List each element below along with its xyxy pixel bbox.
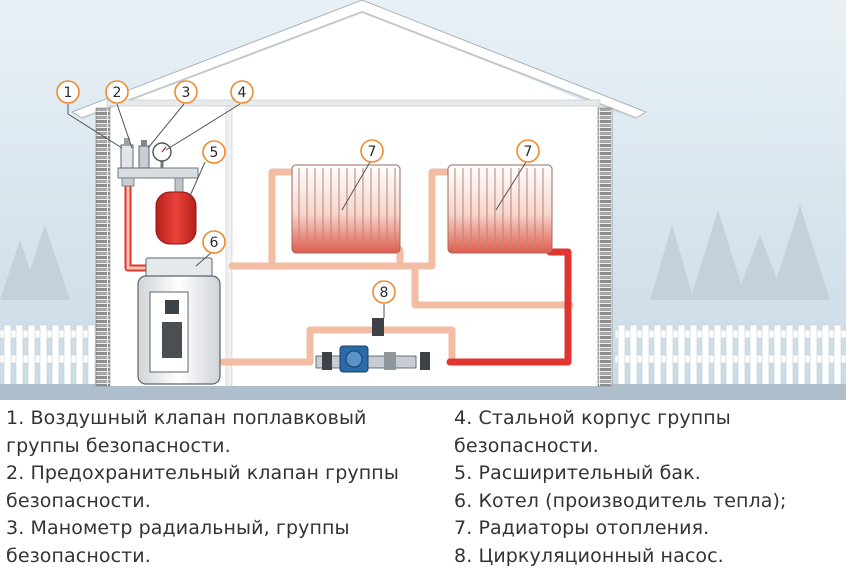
svg-text:6: 6	[210, 235, 219, 251]
legend-line: 7. Радиаторы отопления.	[454, 517, 710, 539]
callout-5: 5	[202, 140, 226, 164]
boiler	[137, 257, 221, 385]
callout-6: 6	[202, 230, 226, 254]
legend-line: группы безопасности.	[6, 434, 231, 457]
legend: 1. Воздушный клапан поплавковый группы б…	[0, 405, 846, 576]
wall-right	[597, 107, 613, 387]
safety-valve	[138, 140, 150, 169]
legend-line: 4. Стальной корпус группы	[454, 407, 731, 429]
svg-text:5: 5	[210, 145, 219, 161]
fence-left	[0, 324, 101, 386]
svg-text:7: 7	[524, 144, 533, 160]
callout-1: 1	[56, 80, 80, 104]
legend-line: 2. Предохранительный клапан группы	[6, 462, 399, 484]
svg-text:7: 7	[368, 144, 377, 160]
wall-left	[95, 107, 111, 387]
callout-7-left: 7	[360, 139, 384, 163]
svg-text:4: 4	[238, 85, 247, 101]
ground	[0, 384, 846, 400]
svg-text:1: 1	[64, 85, 73, 101]
legend-line: 5. Расширительный бак.	[454, 462, 701, 484]
heating-system-diagram: 1 2 3 4 5 6 7 7 8	[0, 0, 846, 400]
svg-text:8: 8	[380, 285, 389, 301]
steel-housing	[117, 167, 199, 187]
interior-partition	[225, 105, 233, 387]
callout-4: 4	[230, 80, 254, 104]
radiator-right	[447, 164, 553, 254]
svg-text:3: 3	[182, 85, 191, 101]
manometer	[152, 142, 172, 168]
circulation-pump	[315, 318, 430, 373]
fence-right	[614, 324, 846, 386]
callout-8: 8	[372, 280, 396, 304]
radiator-left	[291, 164, 401, 254]
callout-3: 3	[174, 80, 198, 104]
roof	[70, 0, 648, 119]
legend-line: безопасности.	[454, 434, 599, 457]
legend-line: безопасности.	[6, 544, 151, 567]
legend-line: 8. Циркуляционный насос.	[454, 544, 724, 567]
legend-line: безопасности.	[6, 489, 151, 512]
callout-7-right: 7	[516, 139, 540, 163]
legend-line: 6. Котел (производитель тепла);	[454, 489, 787, 512]
expansion-tank	[155, 177, 197, 245]
legend-line: 1. Воздушный клапан поплавковый	[6, 407, 367, 429]
callout-2: 2	[105, 80, 129, 104]
legend-column-right: 4. Стальной корпус группы безопасности. …	[454, 405, 844, 570]
legend-line: 3. Манометр радиальный, группы	[6, 517, 350, 539]
callout-lines	[67, 103, 527, 318]
air-valve	[120, 138, 134, 169]
ceiling-beam	[106, 99, 601, 107]
trees	[0, 205, 830, 300]
svg-text:2: 2	[113, 85, 122, 101]
legend-column-left: 1. Воздушный клапан поплавковый группы б…	[6, 405, 446, 570]
